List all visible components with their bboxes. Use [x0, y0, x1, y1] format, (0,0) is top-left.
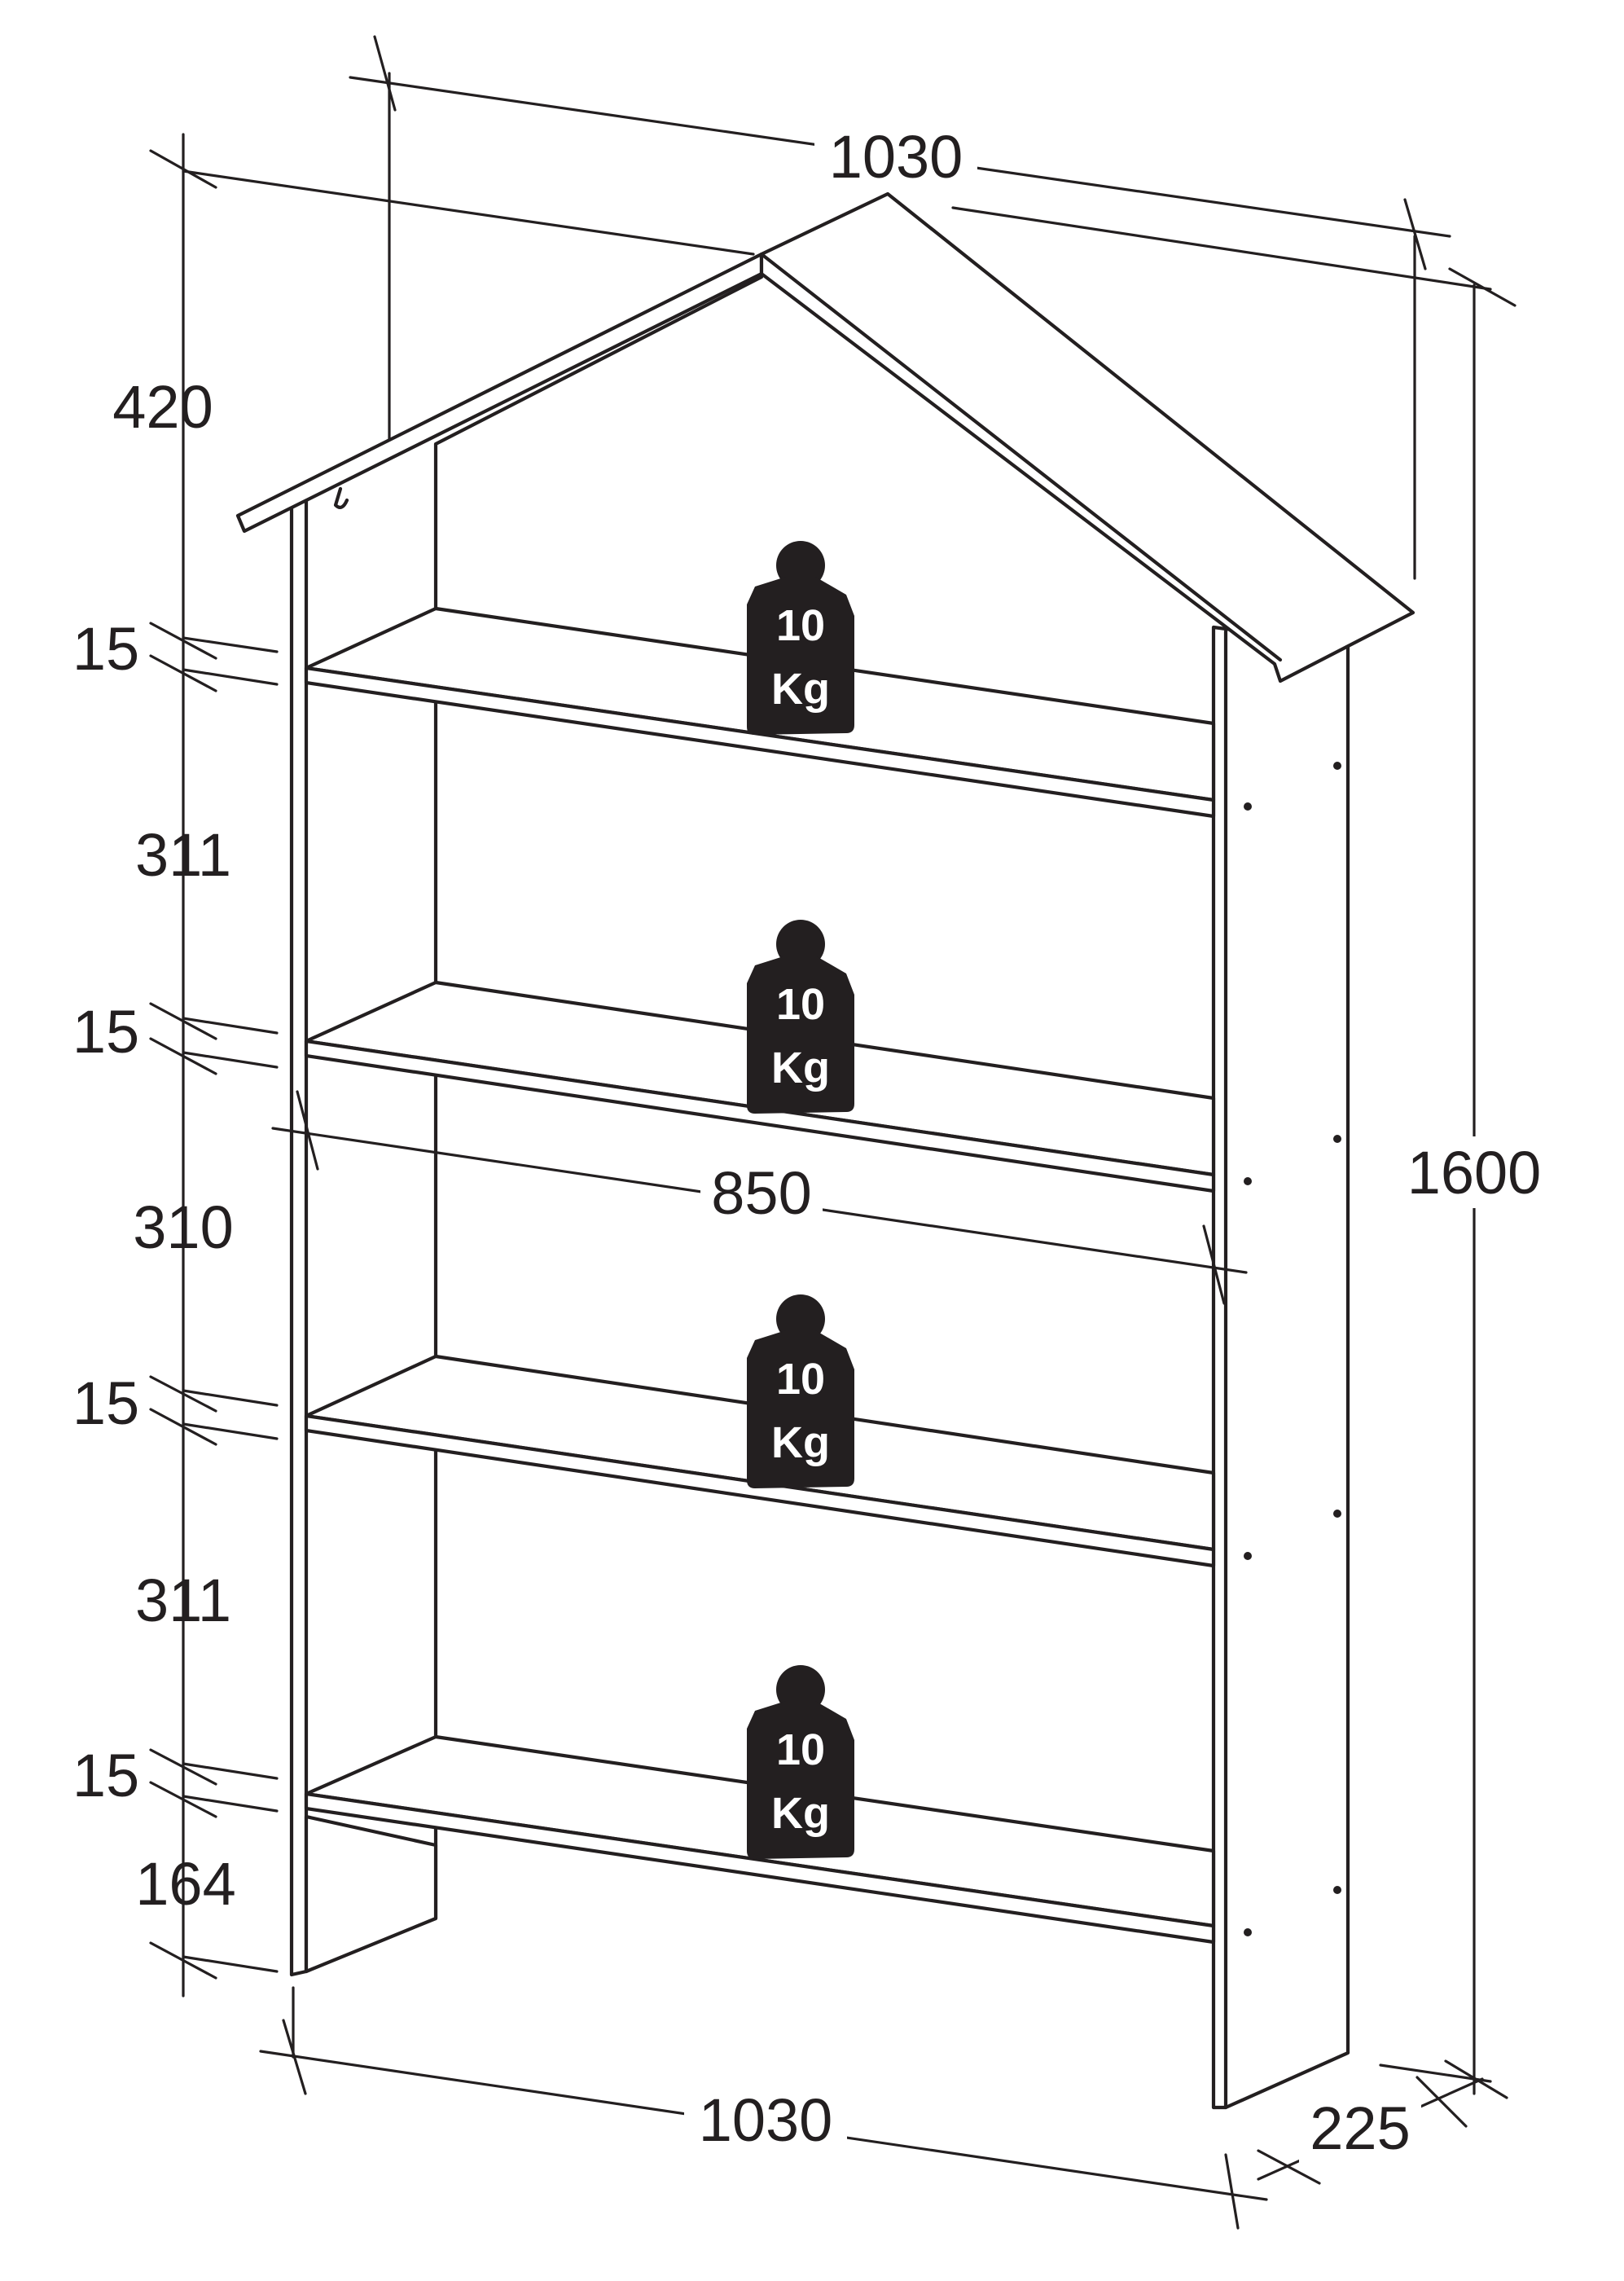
dim-depth: 225 — [1310, 2094, 1410, 2162]
dim-gap-3: 311 — [135, 1567, 231, 1634]
dim-shelf-thickness-4: 15 — [72, 1742, 139, 1809]
dim-top-width: 1030 — [829, 123, 963, 191]
weight-unit: Kg — [771, 1789, 830, 1838]
dim-shelf-thickness-2: 15 — [72, 998, 139, 1066]
weight-value: 10 — [776, 1355, 825, 1404]
weight-unit: Kg — [771, 1044, 830, 1092]
dim-bottom-clearance: 164 — [135, 1850, 235, 1918]
weight-unit: Kg — [771, 1418, 830, 1467]
left-side-lower-face — [304, 1814, 438, 1974]
dim-total-height: 1600 — [1407, 1139, 1542, 1206]
weight-value: 10 — [776, 980, 825, 1029]
dim-gap-1: 311 — [135, 821, 231, 889]
left-side-panel — [289, 490, 309, 1977]
weight-value: 10 — [776, 601, 825, 650]
weight-value: 10 — [776, 1725, 825, 1774]
dim-inner-width: 850 — [711, 1159, 811, 1227]
dim-roof-height: 420 — [112, 373, 213, 441]
dim-bottom-width: 1030 — [699, 2086, 833, 2154]
roof-left-slope — [235, 252, 764, 534]
roof-right-slope — [759, 191, 1416, 683]
roof — [235, 191, 1416, 683]
shelf-pin-holes — [1244, 762, 1341, 1936]
dim-shelf-thickness-3: 15 — [72, 1369, 139, 1437]
dim-gap-2: 310 — [133, 1193, 233, 1261]
dimension-labels: 1030 420 15 311 15 310 15 311 15 164 160… — [72, 122, 1560, 2164]
dim-shelf-thickness-1: 15 — [72, 615, 139, 683]
right-side-panel — [1211, 625, 1350, 2110]
weight-unit: Kg — [771, 665, 830, 714]
